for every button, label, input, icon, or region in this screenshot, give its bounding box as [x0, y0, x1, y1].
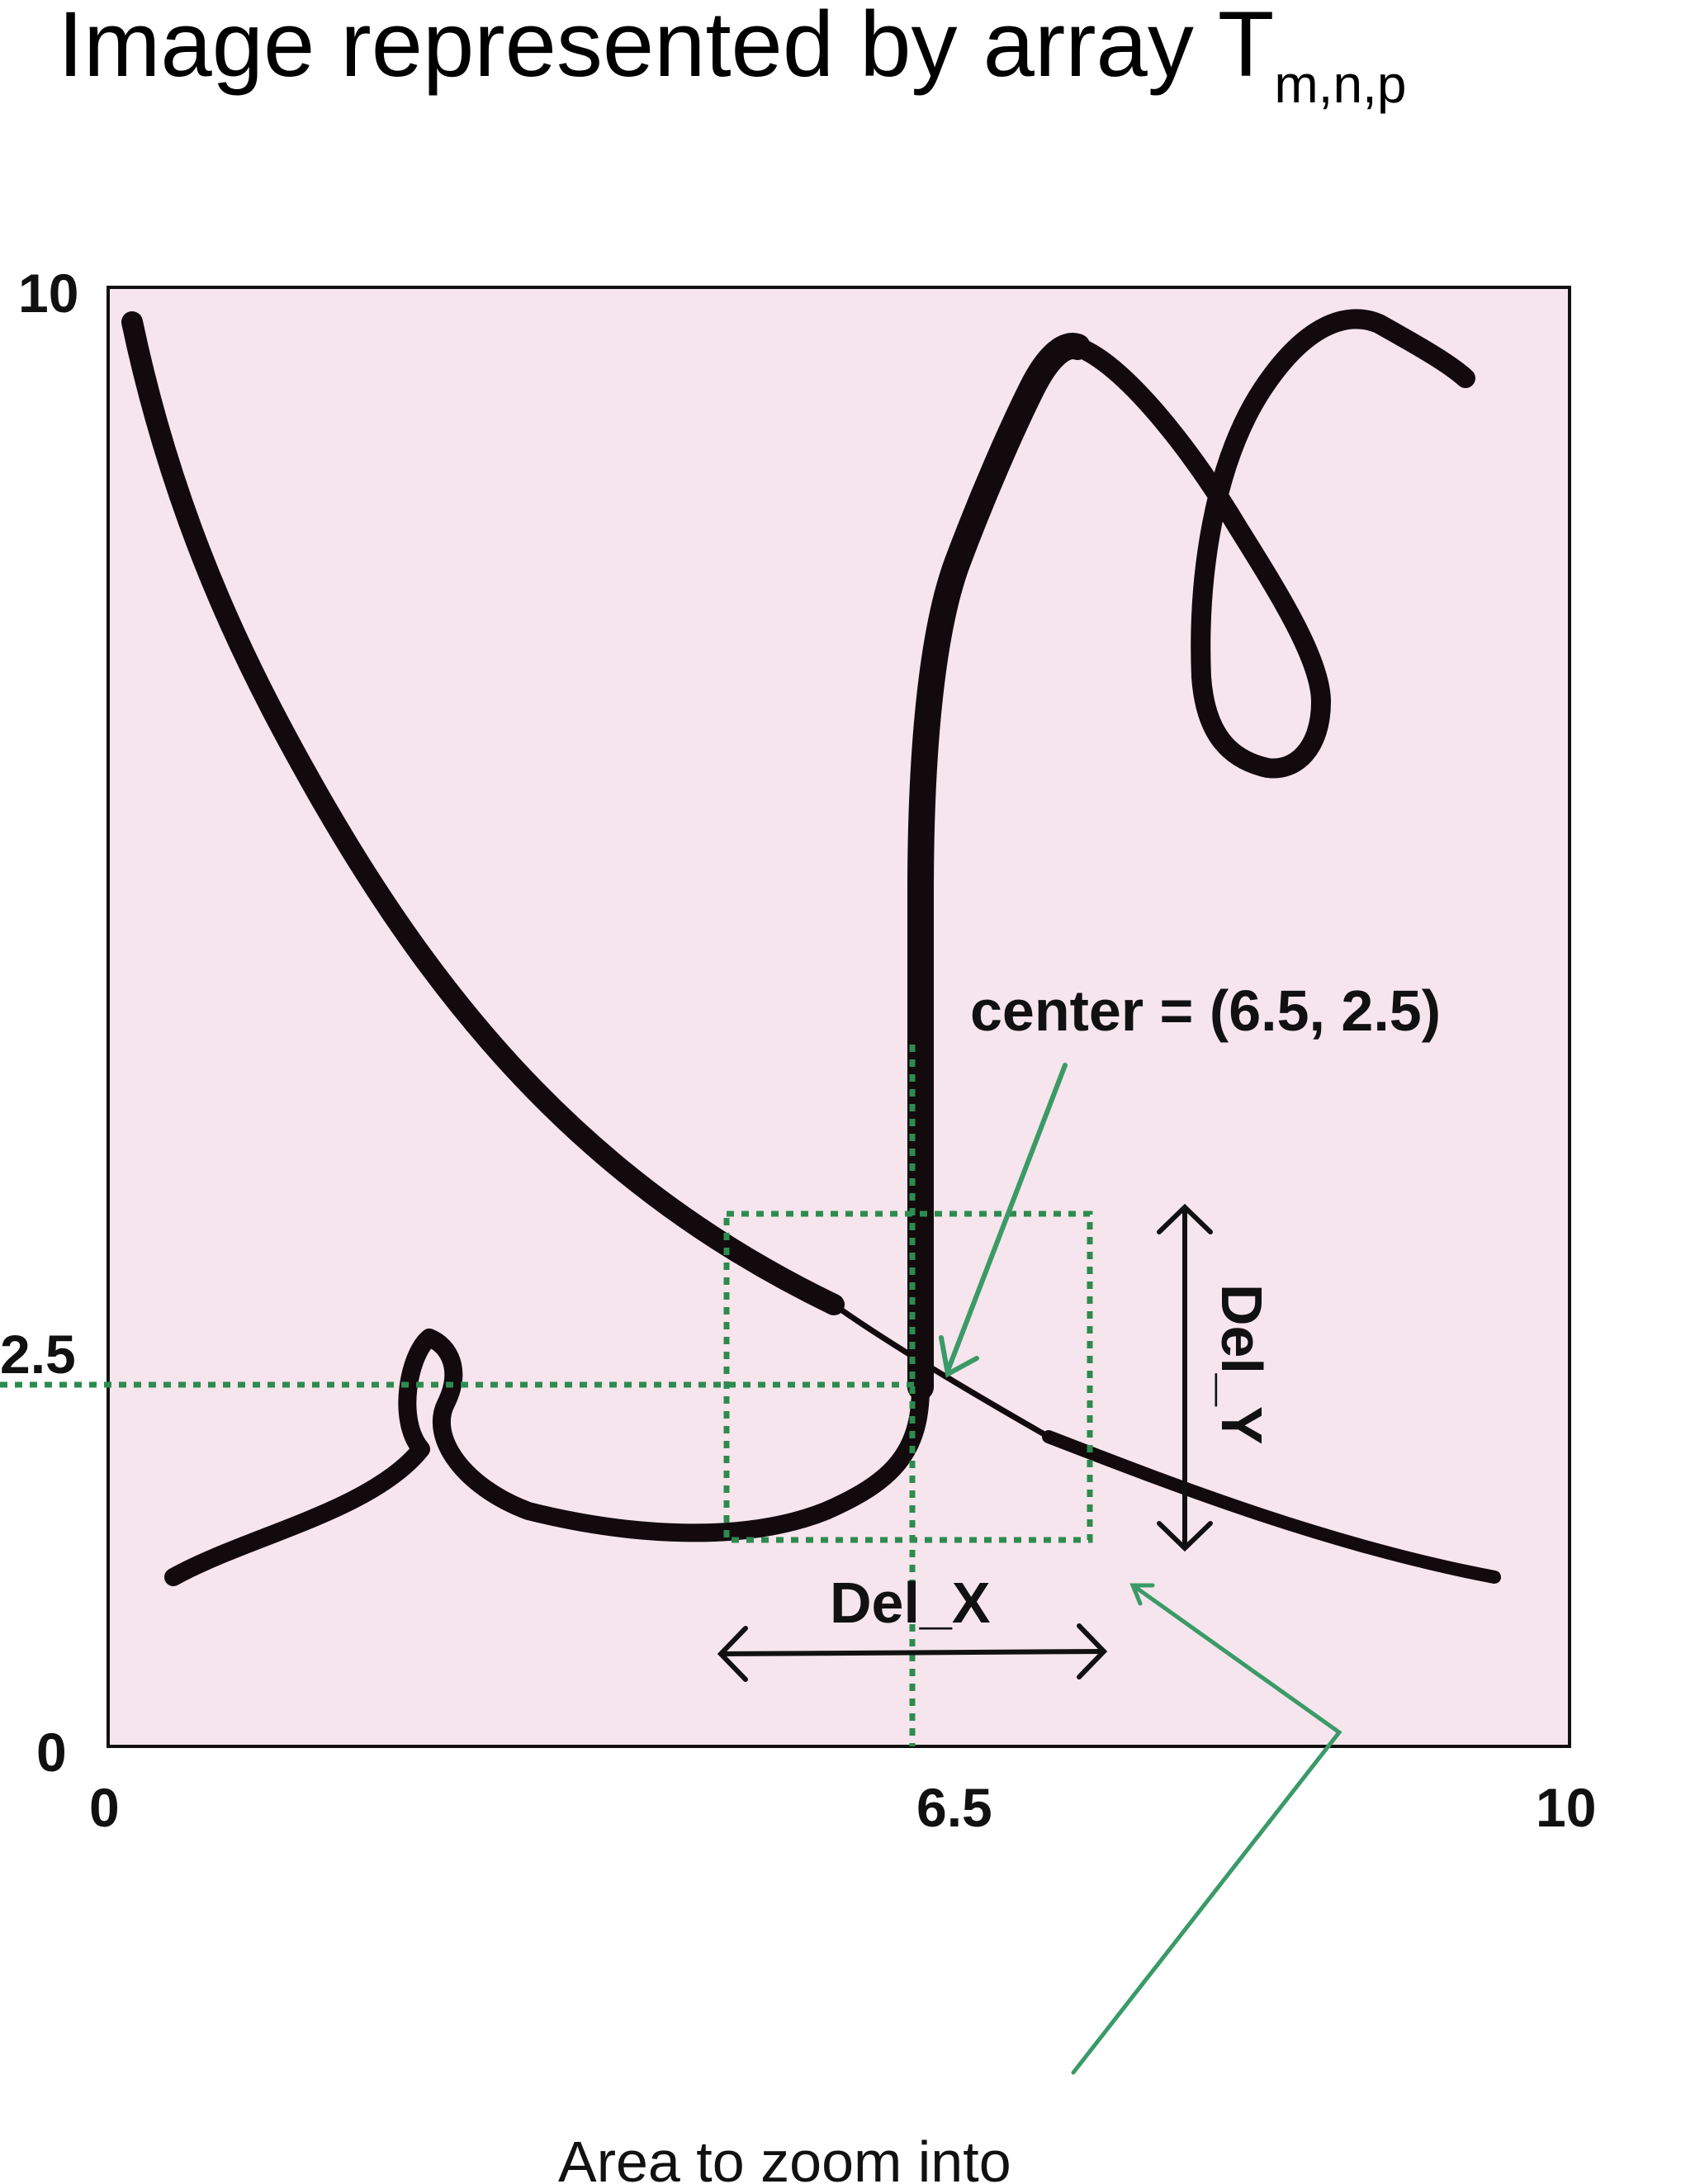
- title-subscript: m,n,p: [1274, 54, 1406, 114]
- upper-loop-curve: [1068, 309, 1475, 779]
- middle-thin-curve: [831, 1301, 1052, 1440]
- center-guides: [0, 1045, 1093, 1746]
- del-x-arrow: [717, 1623, 1108, 1682]
- y-tick-0: 0: [36, 1722, 67, 1783]
- zoom-area-label: Area to zoom into: [558, 2130, 1011, 2184]
- del-y-arrow: [1157, 1203, 1213, 1552]
- x-tick-6.5: 6.5: [916, 1777, 992, 1838]
- del-x-label: Del_X: [830, 1570, 991, 1635]
- x-tick-10: 10: [1536, 1777, 1596, 1838]
- x-tick-0: 0: [89, 1777, 120, 1838]
- center-label: center = (6.5, 2.5): [970, 978, 1441, 1043]
- zoom-area-arrow: [1071, 1583, 1342, 2075]
- del-y-label: Del_Y: [1210, 1284, 1274, 1445]
- diagram-title: Image represented by array Tm,n,p: [58, 0, 1406, 114]
- vertical-stroke-curve: [907, 333, 1091, 1400]
- y-tick-2.5: 2.5: [0, 1324, 76, 1385]
- right-tail-curve: [1042, 1430, 1501, 1584]
- center-arrow: [939, 1063, 1068, 1378]
- zoom-box: [723, 1210, 1093, 1543]
- bottom-wave-curve: [164, 1329, 930, 1586]
- left-descending-curve: [121, 311, 845, 1315]
- image-curves: [121, 309, 1501, 1586]
- title-main: Image represented by array T: [58, 0, 1274, 96]
- y-tick-10: 10: [18, 263, 78, 324]
